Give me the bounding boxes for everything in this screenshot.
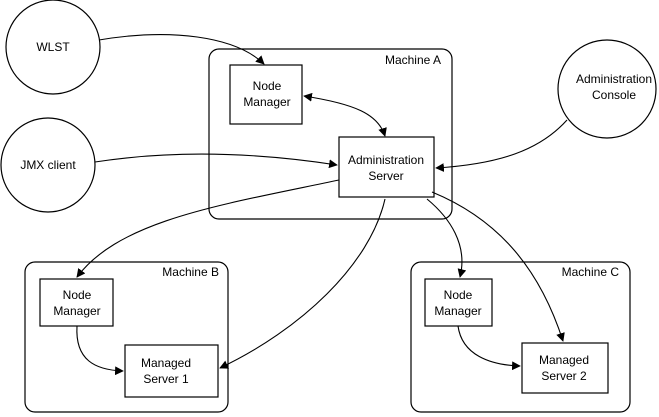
machine-b-frame <box>24 261 229 413</box>
machine-a-node-manager-box <box>229 64 303 125</box>
managed-server-2-label-line2: Server 2 <box>541 369 587 383</box>
wlst-circle <box>5 0 101 95</box>
administration-console-label-line2: Console <box>592 88 636 102</box>
administration-console-label-line1: Administration <box>576 72 652 86</box>
machine-c-node-manager-to-managed-server-2-arrow <box>457 325 521 371</box>
managed-server-1-label-line1: Managed <box>141 356 191 370</box>
machine-a-node-manager-label-line1: Node <box>253 79 282 93</box>
connectors <box>76 34 568 376</box>
jmx-client-circle <box>0 117 96 213</box>
machine-b-node-manager-to-managed-server-1-arrow <box>76 325 124 376</box>
machine-a-frame <box>208 48 453 220</box>
administration-server-box <box>338 136 435 198</box>
machine-a-node-manager-label-line2: Manager <box>243 95 290 109</box>
admin-server-to-managed-server-1-arrow <box>219 198 386 369</box>
machine-b: Machine B <box>24 261 229 413</box>
machine-b-node-manager-label-line1: Node <box>63 288 92 302</box>
machine-c-node-manager-box <box>424 278 493 327</box>
wlst-label: WLST <box>36 40 70 54</box>
jmx-client-label: JMX client <box>20 158 76 172</box>
machine-b-title: Machine B <box>162 265 219 279</box>
managed-server-2-label-line1: Managed <box>539 353 589 367</box>
machine-c-node-manager: Node Manager <box>424 278 493 327</box>
machine-a-title: Machine A <box>385 53 441 67</box>
machine-a-node-manager: Node Manager <box>229 64 303 125</box>
managed-server-1-box <box>124 344 219 398</box>
managed-server-2-box <box>521 342 609 394</box>
machine-a: Machine A <box>208 48 453 220</box>
administration-console-node: Administration Console <box>557 39 657 139</box>
node-manager-admin-server-arrow <box>303 92 387 137</box>
machine-c-frame <box>410 261 631 413</box>
console-to-admin-server-arrow <box>435 119 568 172</box>
wlst-to-node-manager-arrow <box>98 34 265 65</box>
wlst-node: WLST <box>5 0 101 95</box>
administration-console-circle <box>557 39 657 139</box>
managed-server-1-label-line2: Server 1 <box>143 372 189 386</box>
machine-b-node-manager: Node Manager <box>39 278 114 327</box>
administration-server-label-line2: Server <box>368 169 403 183</box>
machine-c: Machine C <box>410 261 631 413</box>
administration-server: Administration Server <box>338 136 435 198</box>
managed-server-1: Managed Server 1 <box>124 344 219 398</box>
admin-server-to-machine-b-node-manager-arrow <box>76 179 340 278</box>
jmx-client-to-admin-server-arrow <box>94 153 338 169</box>
jmx-client-node: JMX client <box>0 117 96 213</box>
machine-c-node-manager-label-line2: Manager <box>434 304 481 318</box>
managed-server-2: Managed Server 2 <box>521 342 609 394</box>
admin-server-to-machine-c-node-manager-arrow <box>426 198 467 278</box>
admin-server-to-managed-server-2-arrow <box>431 191 565 342</box>
machine-c-node-manager-label-line1: Node <box>444 288 473 302</box>
machine-b-node-manager-box <box>39 278 114 327</box>
administration-server-label-line1: Administration <box>348 153 424 167</box>
machine-b-node-manager-label-line2: Manager <box>53 304 100 318</box>
machine-c-title: Machine C <box>562 265 620 279</box>
